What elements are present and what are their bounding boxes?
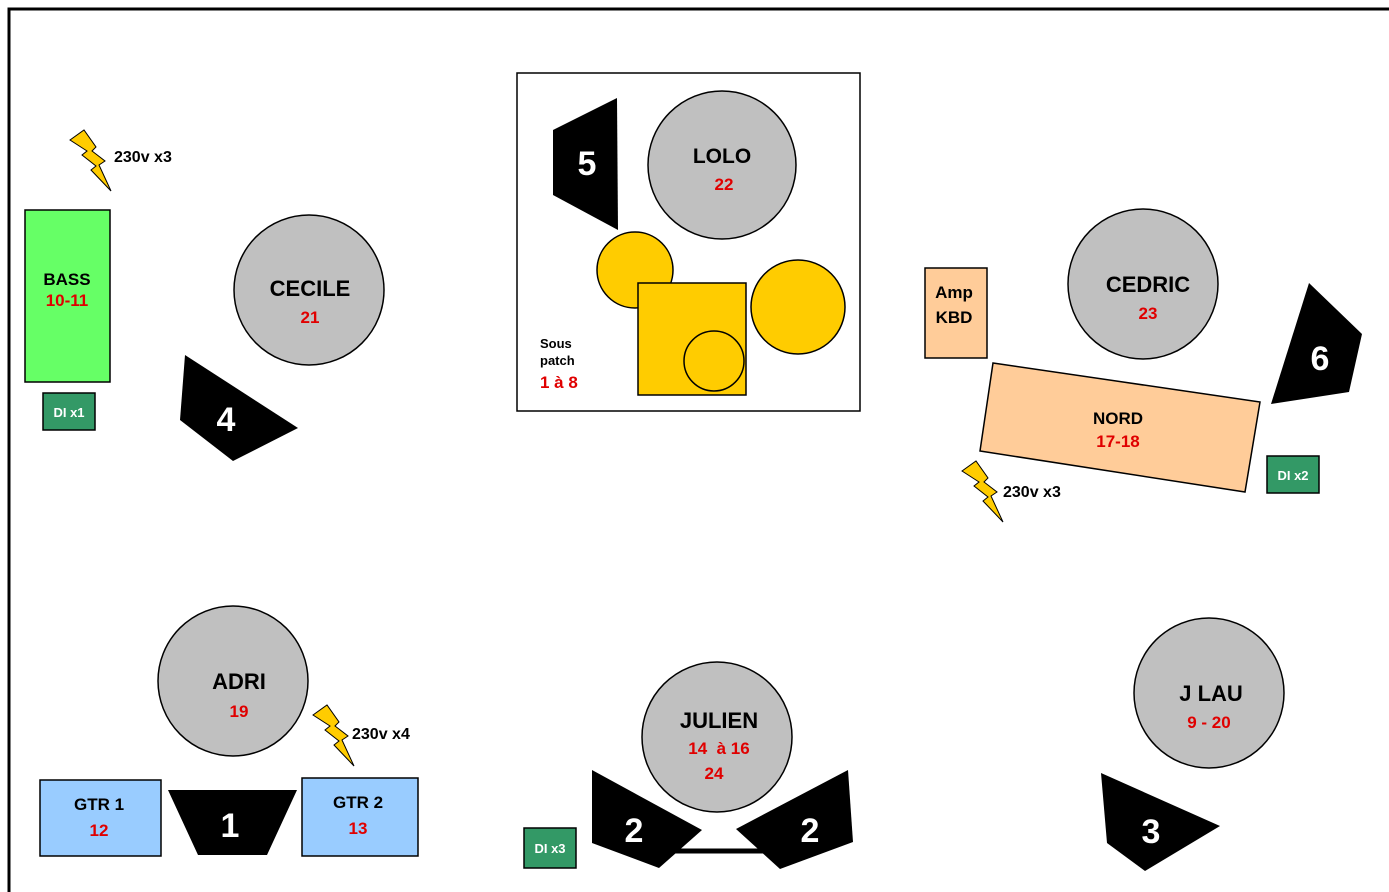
monitor-3: 3 bbox=[1101, 773, 1220, 871]
monitor-2-right: 2 bbox=[736, 770, 853, 869]
musician-cedric-circle bbox=[1067, 208, 1219, 360]
lightning-icon bbox=[69, 129, 112, 192]
musician-cedric-channels: 23 bbox=[1139, 304, 1158, 323]
monitor-3-wedge bbox=[1101, 773, 1220, 871]
monitor-2-left-wedge bbox=[592, 770, 702, 868]
nord-keyboard: NORD 17-18 bbox=[979, 362, 1261, 493]
musician-jlau-name: J LAU bbox=[1179, 681, 1243, 706]
guitar-amp-1-name: GTR 1 bbox=[74, 795, 124, 814]
power-bass: 230v x3 bbox=[69, 129, 172, 192]
di-box-julien: DI x3 bbox=[523, 827, 577, 869]
musician-lolo-name: LOLO bbox=[693, 145, 751, 168]
di-box-keys-rect bbox=[1266, 455, 1320, 494]
bass-amp-channels: 10-11 bbox=[46, 291, 89, 310]
di-box-bass-rect bbox=[42, 392, 96, 431]
power-keys-label: 230v x3 bbox=[1003, 484, 1061, 501]
guitar-amp-2-channels: 13 bbox=[349, 819, 368, 838]
guitar-amp-2-box bbox=[301, 777, 419, 857]
musician-jlau: J LAU 9 - 20 bbox=[1133, 617, 1285, 769]
drum-floor-tom bbox=[750, 259, 846, 355]
keyboard-amp-line1: Amp bbox=[935, 283, 973, 302]
monitor-6-number: 6 bbox=[1311, 340, 1330, 378]
di-box-keys: DI x2 bbox=[1266, 455, 1320, 494]
nord-keyboard-name: NORD bbox=[1093, 409, 1143, 428]
monitor-4-number: 4 bbox=[217, 401, 236, 439]
musician-julien-channels-2: 24 bbox=[705, 764, 724, 783]
drum-snare bbox=[683, 330, 745, 392]
monitor-5-wedge bbox=[553, 98, 618, 230]
musician-cecile: CECILE 21 bbox=[233, 214, 385, 366]
power-bass-label: 230v x3 bbox=[114, 149, 172, 166]
monitor-6-wedge bbox=[1271, 283, 1362, 404]
musician-cedric-name: CEDRIC bbox=[1106, 272, 1190, 297]
musician-julien-channels-1: 14 à 16 bbox=[688, 739, 749, 758]
monitor-4: 4 bbox=[180, 355, 298, 461]
monitor-1-number: 1 bbox=[221, 807, 240, 845]
di-box-keys-label: DI x2 bbox=[1277, 468, 1308, 483]
drum-subpatch-label-1: Sous bbox=[540, 336, 572, 351]
monitor-4-wedge bbox=[180, 355, 298, 461]
musician-julien-circle bbox=[641, 661, 793, 813]
monitor-6: 6 bbox=[1271, 283, 1362, 404]
musician-adri-name: ADRI bbox=[212, 669, 266, 694]
musician-adri-channels: 19 bbox=[230, 702, 249, 721]
di-box-julien-label: DI x3 bbox=[534, 841, 565, 856]
drum-subpatch-label-2: patch bbox=[540, 353, 575, 368]
musician-adri-circle bbox=[157, 605, 309, 757]
monitor-5: 5 bbox=[553, 98, 618, 230]
di-box-julien-rect bbox=[523, 827, 577, 869]
musician-lolo: LOLO 22 bbox=[647, 90, 797, 240]
keyboard-amp-line2: KBD bbox=[936, 308, 973, 327]
musician-lolo-channels: 22 bbox=[715, 175, 734, 194]
musician-cecile-name: CECILE bbox=[270, 276, 351, 301]
bass-amp-name: BASS bbox=[43, 270, 90, 289]
musician-lolo-circle bbox=[647, 90, 797, 240]
lightning-icon bbox=[312, 704, 355, 767]
drum-subpatch-channels: 1 à 8 bbox=[540, 373, 578, 392]
guitar-amp-2: GTR 2 13 bbox=[301, 777, 419, 857]
guitar-amp-1-channels: 12 bbox=[90, 821, 109, 840]
guitar-amp-1-box bbox=[39, 779, 162, 857]
monitor-5-number: 5 bbox=[578, 145, 597, 183]
musician-cecile-circle bbox=[233, 214, 385, 366]
monitor-2-right-wedge bbox=[736, 770, 853, 869]
monitor-2-left-number: 2 bbox=[625, 812, 644, 850]
power-guitar-label: 230v x4 bbox=[352, 726, 410, 743]
bass-amp: BASS 10-11 bbox=[24, 209, 111, 383]
musician-cedric: CEDRIC 23 bbox=[1067, 208, 1219, 360]
monitor-2-left: 2 bbox=[592, 770, 702, 868]
nord-keyboard-channels: 17-18 bbox=[1096, 432, 1139, 451]
musician-jlau-circle bbox=[1133, 617, 1285, 769]
power-guitar: 230v x4 bbox=[312, 704, 410, 767]
musician-julien: JULIEN 14 à 16 24 bbox=[641, 661, 793, 813]
keyboard-amp-box bbox=[924, 267, 988, 359]
keyboard-amp: Amp KBD bbox=[924, 267, 988, 359]
guitar-amp-1: GTR 1 12 bbox=[39, 779, 162, 857]
di-box-bass-label: DI x1 bbox=[53, 405, 84, 420]
di-box-bass: DI x1 bbox=[42, 392, 96, 431]
power-keys: 230v x3 bbox=[961, 460, 1061, 523]
drum-riser: Sous patch 1 à 8 bbox=[516, 72, 861, 412]
monitor-1-wedge bbox=[168, 790, 297, 855]
musician-adri: ADRI 19 bbox=[157, 605, 309, 757]
lightning-icon bbox=[961, 460, 1004, 523]
musician-jlau-channels: 9 - 20 bbox=[1187, 713, 1230, 732]
nord-keyboard-body bbox=[979, 362, 1261, 493]
monitor-3-number: 3 bbox=[1142, 813, 1161, 851]
guitar-amp-2-name: GTR 2 bbox=[333, 793, 383, 812]
musician-julien-name: JULIEN bbox=[680, 708, 758, 733]
bass-amp-box bbox=[24, 209, 111, 383]
monitor-2-right-number: 2 bbox=[801, 812, 820, 850]
monitor-1: 1 bbox=[168, 790, 297, 855]
musician-cecile-channels: 21 bbox=[301, 308, 320, 327]
